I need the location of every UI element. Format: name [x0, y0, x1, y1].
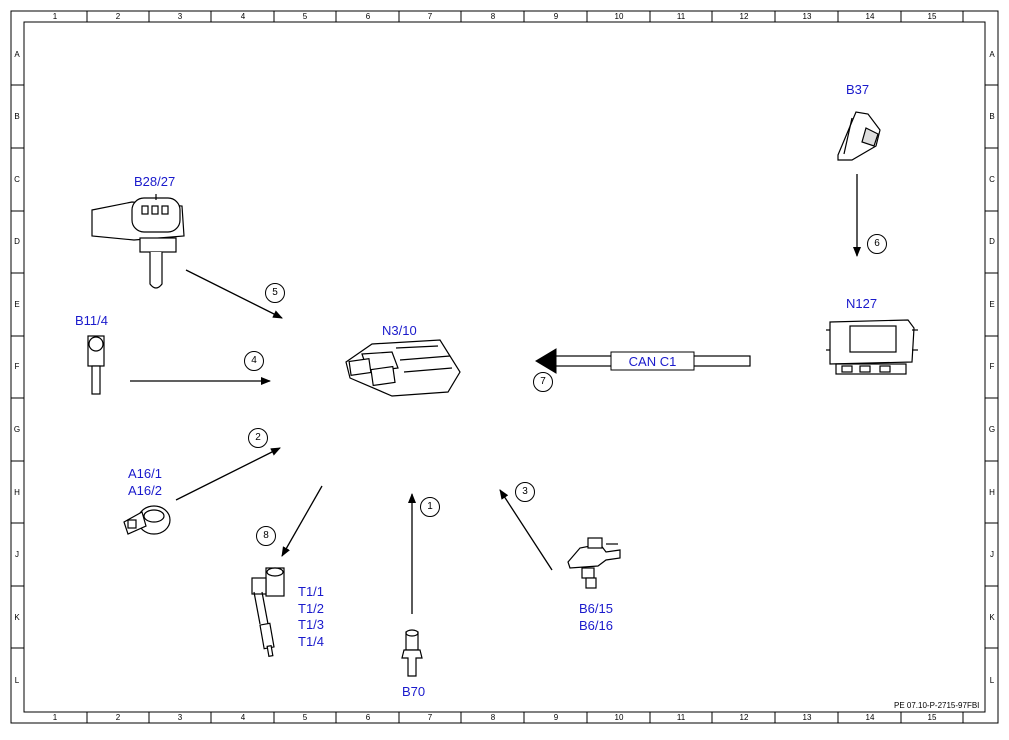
grid-col-label: 4	[240, 12, 246, 21]
signal-number-7: 7	[533, 372, 553, 392]
grid-row-label: C	[989, 175, 995, 184]
signal-number-6: 6	[867, 234, 887, 254]
grid-col-label: 7	[427, 713, 433, 722]
grid-row-label: H	[14, 488, 20, 497]
signal-number-5: 5	[265, 283, 285, 303]
signal-number-1: 1	[420, 497, 440, 517]
grid-row-label: E	[989, 300, 995, 309]
grid-col-label: 14	[865, 12, 875, 21]
label-t1-3: T1/3	[298, 617, 325, 632]
label-b11-4: B11/4	[75, 313, 109, 328]
label-n127: N127	[846, 296, 878, 311]
grid-row-label: B	[14, 112, 20, 121]
grid-col-label: 9	[553, 12, 559, 21]
signal-number-3: 3	[515, 482, 535, 502]
grid-col-label: 3	[177, 713, 183, 722]
grid-row-label: F	[989, 362, 995, 371]
grid-row-label: J	[990, 550, 994, 559]
grid-col-label: 10	[614, 12, 624, 21]
grid-row-label: C	[14, 175, 20, 184]
grid-col-label: 5	[302, 12, 308, 21]
grid-row-label: G	[988, 425, 996, 434]
label-a16-2: A16/2	[128, 483, 162, 498]
signal-number-4: 4	[244, 351, 264, 371]
grid-col-label: 2	[115, 713, 121, 722]
grid-col-label: 10	[614, 713, 624, 722]
label-t1-2: T1/2	[298, 601, 325, 616]
grid-row-label: K	[14, 613, 20, 622]
grid-row-label: L	[989, 676, 995, 685]
grid-col-label: 14	[865, 713, 875, 722]
grid-row-label: J	[15, 550, 19, 559]
grid-row-label: A	[14, 50, 20, 59]
grid-col-label: 9	[553, 713, 559, 722]
grid-col-label: 3	[177, 12, 183, 21]
signal-number-2: 2	[248, 428, 268, 448]
arrow-8	[281, 485, 323, 557]
t1-ignition-coil-icon	[251, 567, 285, 657]
grid-row-label: A	[989, 50, 995, 59]
column-ticks	[86, 11, 964, 723]
grid-row-label: G	[13, 425, 21, 434]
label-b70: B70	[402, 684, 426, 699]
grid-row-label: H	[989, 488, 995, 497]
label-t1-1: T1/1	[298, 584, 325, 599]
grid-row-label: K	[989, 613, 995, 622]
grid-col-label: 4	[240, 713, 246, 722]
grid-row-label: B	[989, 112, 995, 121]
signal-arrows	[130, 174, 861, 614]
a16-knock-sensor-icon	[123, 505, 171, 535]
grid-row-label: E	[14, 300, 20, 309]
row-ticks	[11, 84, 998, 649]
grid-row-label: D	[14, 237, 20, 246]
label-b28-27: B28/27	[134, 174, 176, 189]
label-b37: B37	[846, 82, 870, 97]
document-reference: PE 07.10-P-2715-97FBI	[894, 701, 980, 710]
n3-10-ecu-icon	[345, 339, 461, 397]
grid-row-label: D	[989, 237, 995, 246]
grid-col-label: 8	[490, 12, 496, 21]
grid-col-label: 7	[427, 12, 433, 21]
label-a16-1: A16/1	[128, 466, 162, 481]
grid-col-label: 13	[802, 12, 812, 21]
grid-col-label: 5	[302, 713, 308, 722]
arrow-2	[175, 447, 281, 501]
grid-row-label: F	[14, 362, 20, 371]
inner-frame	[23, 21, 986, 713]
grid-col-label: 13	[802, 713, 812, 722]
grid-col-label: 6	[365, 713, 371, 722]
signal-number-8: 8	[256, 526, 276, 546]
grid-col-label: 2	[115, 12, 121, 21]
can-bus-label: CAN C1	[628, 354, 677, 369]
b28-pressure-sensor-icon	[91, 194, 185, 289]
grid-col-label: 8	[490, 713, 496, 722]
label-b6-15: B6/15	[579, 601, 613, 616]
grid-col-label: 15	[927, 713, 937, 722]
grid-col-label: 1	[52, 12, 58, 21]
grid-col-label: 11	[676, 713, 686, 722]
grid-col-label: 15	[927, 12, 937, 21]
outer-frame	[10, 10, 999, 724]
can-bus-line	[535, 348, 751, 374]
arrow-3	[499, 489, 553, 571]
label-b6-16: B6/16	[579, 618, 613, 633]
grid-col-label: 12	[739, 713, 749, 722]
b11-temperature-sensor-icon	[87, 335, 105, 395]
b37-pedal-sensor-icon	[837, 111, 881, 161]
grid-col-label: 6	[365, 12, 371, 21]
b70-crankshaft-sensor-icon	[401, 629, 423, 677]
label-t1-4: T1/4	[298, 634, 325, 649]
grid-col-label: 11	[676, 12, 686, 21]
arrow-5	[185, 269, 283, 319]
grid-col-label: 12	[739, 12, 749, 21]
grid-row-label: L	[14, 676, 20, 685]
label-n3-10: N3/10	[382, 323, 417, 338]
b6-camshaft-sensor-icon	[567, 537, 621, 589]
n127-control-unit-icon	[826, 319, 918, 375]
grid-col-label: 1	[52, 713, 58, 722]
